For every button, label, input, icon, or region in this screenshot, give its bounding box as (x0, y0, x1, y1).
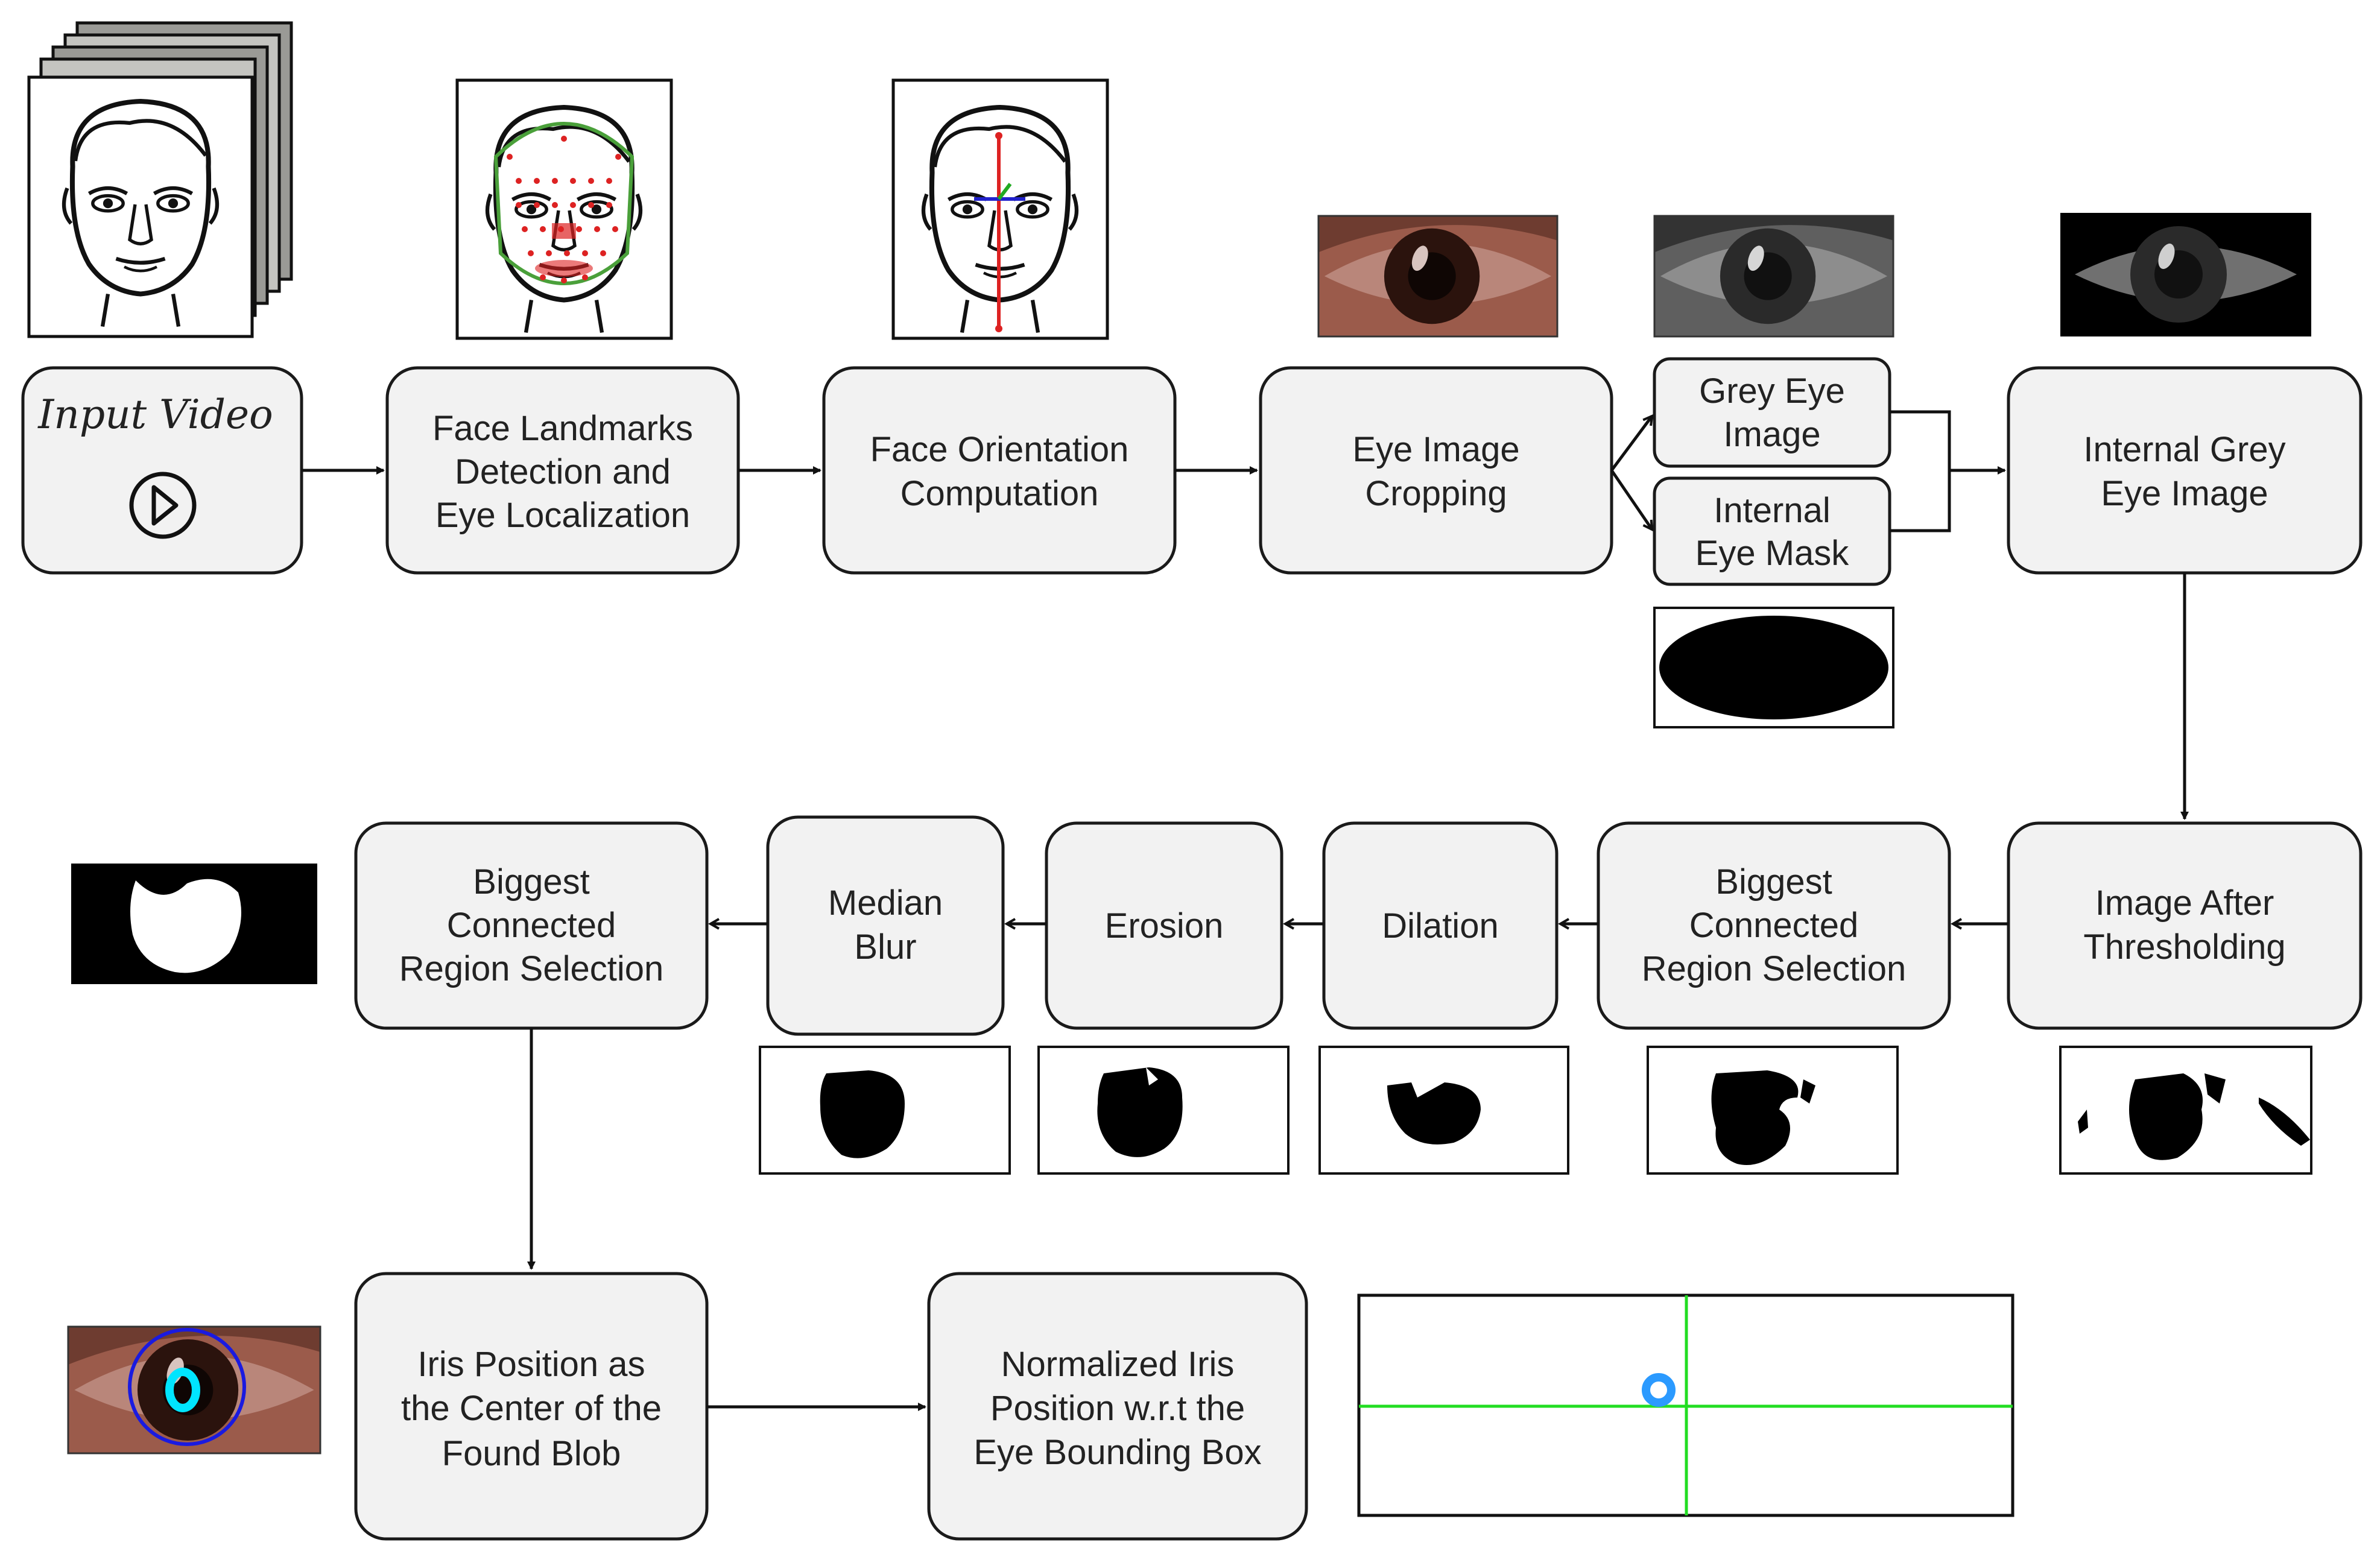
region1-thumbnail (1647, 1046, 1899, 1175)
step-face-orientation: Face Orientation Computation (822, 366, 1177, 575)
thresholding-line-2: Thresholding (2083, 927, 2285, 967)
step-dilation: Dilation (1322, 821, 1559, 1030)
cropping-line-1: Eye Image (1352, 430, 1519, 469)
normalized-line-1: Normalized Iris (1001, 1345, 1235, 1384)
dilation-thumbnail (1318, 1046, 1569, 1175)
normalized-position-plot (1357, 1293, 2014, 1517)
iris-line-3: Found Blob (442, 1434, 621, 1473)
step-iris-position: Iris Position as the Center of the Found… (354, 1272, 709, 1541)
thresholding-line-1: Image After (2095, 883, 2274, 923)
region1-line-3: Region Selection (1642, 949, 1907, 988)
internal-grey-eye-thumbnail (2060, 213, 2311, 336)
region2-line-2: Connected (447, 906, 616, 945)
region2-line-3: Region Selection (399, 949, 664, 988)
step-erosion: Erosion (1045, 821, 1283, 1030)
iris-marker (1642, 1373, 1676, 1407)
median-blur-line-1: Median (828, 883, 943, 923)
internal-grey-line-2: Eye Image (2101, 474, 2268, 513)
region2-line-1: Biggest (473, 862, 589, 902)
step-internal-grey-eye: Internal Grey Eye Image (2007, 366, 2363, 575)
step-input-video: Input Video (21, 366, 303, 575)
region1-line-2: Connected (1689, 906, 1859, 945)
step-normalized-position: Normalized Iris Position w.r.t the Eye B… (927, 1272, 1308, 1541)
erosion-label: Erosion (1105, 906, 1224, 946)
internal-grey-line-1: Internal Grey (2083, 430, 2285, 469)
internal-mask-line-2: Eye Mask (1695, 534, 1850, 573)
step-grey-eye: Grey Eye Image (1653, 357, 1891, 468)
input-video-frames (27, 21, 293, 338)
thresholding-thumbnail (2059, 1046, 2312, 1175)
median-blur-line-2: Blur (854, 927, 916, 967)
grey-eye-line-1: Grey Eye (1699, 371, 1845, 411)
input-video-label: Input Video (37, 391, 273, 438)
orientation-line-1: Face Orientation (870, 430, 1129, 469)
region2-thumbnail (71, 864, 317, 984)
step-thresholding: Image After Thresholding (2007, 821, 2363, 1030)
normalized-line-2: Position w.r.t the (990, 1389, 1245, 1428)
landmarks-line-1: Face Landmarks (432, 409, 693, 448)
step-internal-mask: Internal Eye Mask (1653, 476, 1891, 586)
step-face-landmarks: Face Landmarks Detection and Eye Localiz… (385, 366, 740, 575)
internal-mask-line-1: Internal (1714, 491, 1830, 530)
erosion-thumbnail (1037, 1046, 1290, 1175)
play-button-icon[interactable] (129, 472, 197, 539)
grey-eye-thumbnail (1653, 215, 1894, 338)
step-eye-cropping: Eye Image Cropping (1259, 366, 1613, 575)
landmarks-line-3: Eye Localization (435, 496, 690, 535)
landmarks-thumbnail (455, 78, 673, 340)
iris-line-2: the Center of the (401, 1389, 662, 1428)
iris-line-1: Iris Position as (417, 1345, 645, 1384)
dilation-label: Dilation (1382, 906, 1498, 946)
step-biggest-region-1: Biggest Connected Region Selection (1597, 821, 1951, 1030)
iris-detected-thumbnail (67, 1325, 321, 1454)
cropping-line-2: Cropping (1365, 474, 1507, 513)
landmarks-line-2: Detection and (455, 452, 671, 491)
normalized-line-3: Eye Bounding Box (973, 1433, 1261, 1472)
row2-connectors (527, 924, 2008, 1270)
eye-photo-icon (1317, 215, 1559, 338)
step-biggest-region-2: Biggest Connected Region Selection (354, 821, 709, 1030)
internal-mask-thumbnail (1653, 607, 1894, 728)
grey-eye-line-2: Image (1723, 415, 1820, 454)
orientation-thumbnail (891, 78, 1109, 340)
orientation-line-2: Computation (900, 474, 1099, 513)
region1-line-1: Biggest (1715, 862, 1832, 902)
row1-connectors (302, 410, 2189, 820)
median-blur-thumbnail (759, 1046, 1011, 1175)
step-median-blur: Median Blur (766, 815, 1005, 1036)
